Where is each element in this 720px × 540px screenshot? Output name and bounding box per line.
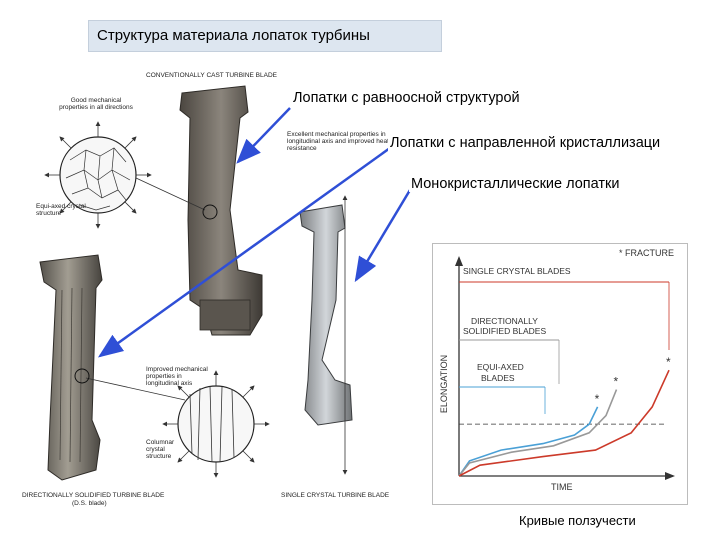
x-axis-label: TIME [551,482,573,492]
fracture-legend: * FRACTURE [619,248,674,258]
good-props-text: Good mechanical properties in all direct… [59,97,133,111]
fracture-marker-1: * [614,375,619,389]
arrow-directional [97,146,391,358]
columnar-microstructure [74,368,270,478]
arrow-single [354,189,412,283]
columnar-structure-text: Columnar crystal structure [146,439,175,460]
annotation-ds-1: DIRECTIONALLY [471,316,538,326]
ds-sub-caption: (D.S. blade) [72,500,107,507]
ds-blade [39,254,103,481]
equiaxed-microstructure [44,121,218,229]
creep-chart: ELONGATION TIME * FRACTURE SINGLE CRYSTA… [439,248,675,492]
ds-caption: DIRECTIONALLY SOLIDIFIED TURBINE BLADE [22,492,165,499]
y-axis-label: ELONGATION [439,355,449,413]
conventional-blade [179,85,263,336]
annotation-ds-2: SOLIDIFIED BLADES [463,326,546,336]
sc-caption: SINGLE CRYSTAL TURBINE BLADE [281,492,390,499]
y-axis-arrow [455,256,463,266]
curve-1 [458,389,618,477]
annotation-eq-2: BLADES [481,373,515,383]
curve-2 [458,369,670,477]
excellent-props-text: Excellent mechanical properties in longi… [287,131,389,152]
arrow-equiaxed [236,107,291,164]
curve-0 [458,406,599,477]
equiaxed-structure-text: Equi-axed crystal structure [36,203,86,217]
creep-curves-caption: Кривые ползучести [519,513,636,528]
creep-chart-frame: ELONGATION TIME * FRACTURE SINGLE CRYSTA… [432,243,688,505]
improved-props-text: Improved mechanical properties in longit… [146,366,208,387]
fracture-marker-2: * [666,355,671,369]
label-single: Монокристаллические лопатки [409,176,622,192]
conventional-caption: CONVENTIONALLY CAST TURBINE BLADE [146,72,277,79]
page-title: Структура материала лопаток турбины [97,27,370,44]
fracture-marker-0: * [595,392,600,406]
x-axis-arrow [665,472,675,480]
title-box: Структура материала лопаток турбины [88,20,442,52]
annotation-single: SINGLE CRYSTAL BLADES [463,266,571,276]
single-crystal-blade [299,204,353,426]
label-equiaxed: Лопатки с равноосной структурой [291,90,522,106]
annotation-eq-1: EQUI-AXED [477,362,524,372]
label-directional: Лопатки с направленной кристаллизаци [388,135,663,151]
